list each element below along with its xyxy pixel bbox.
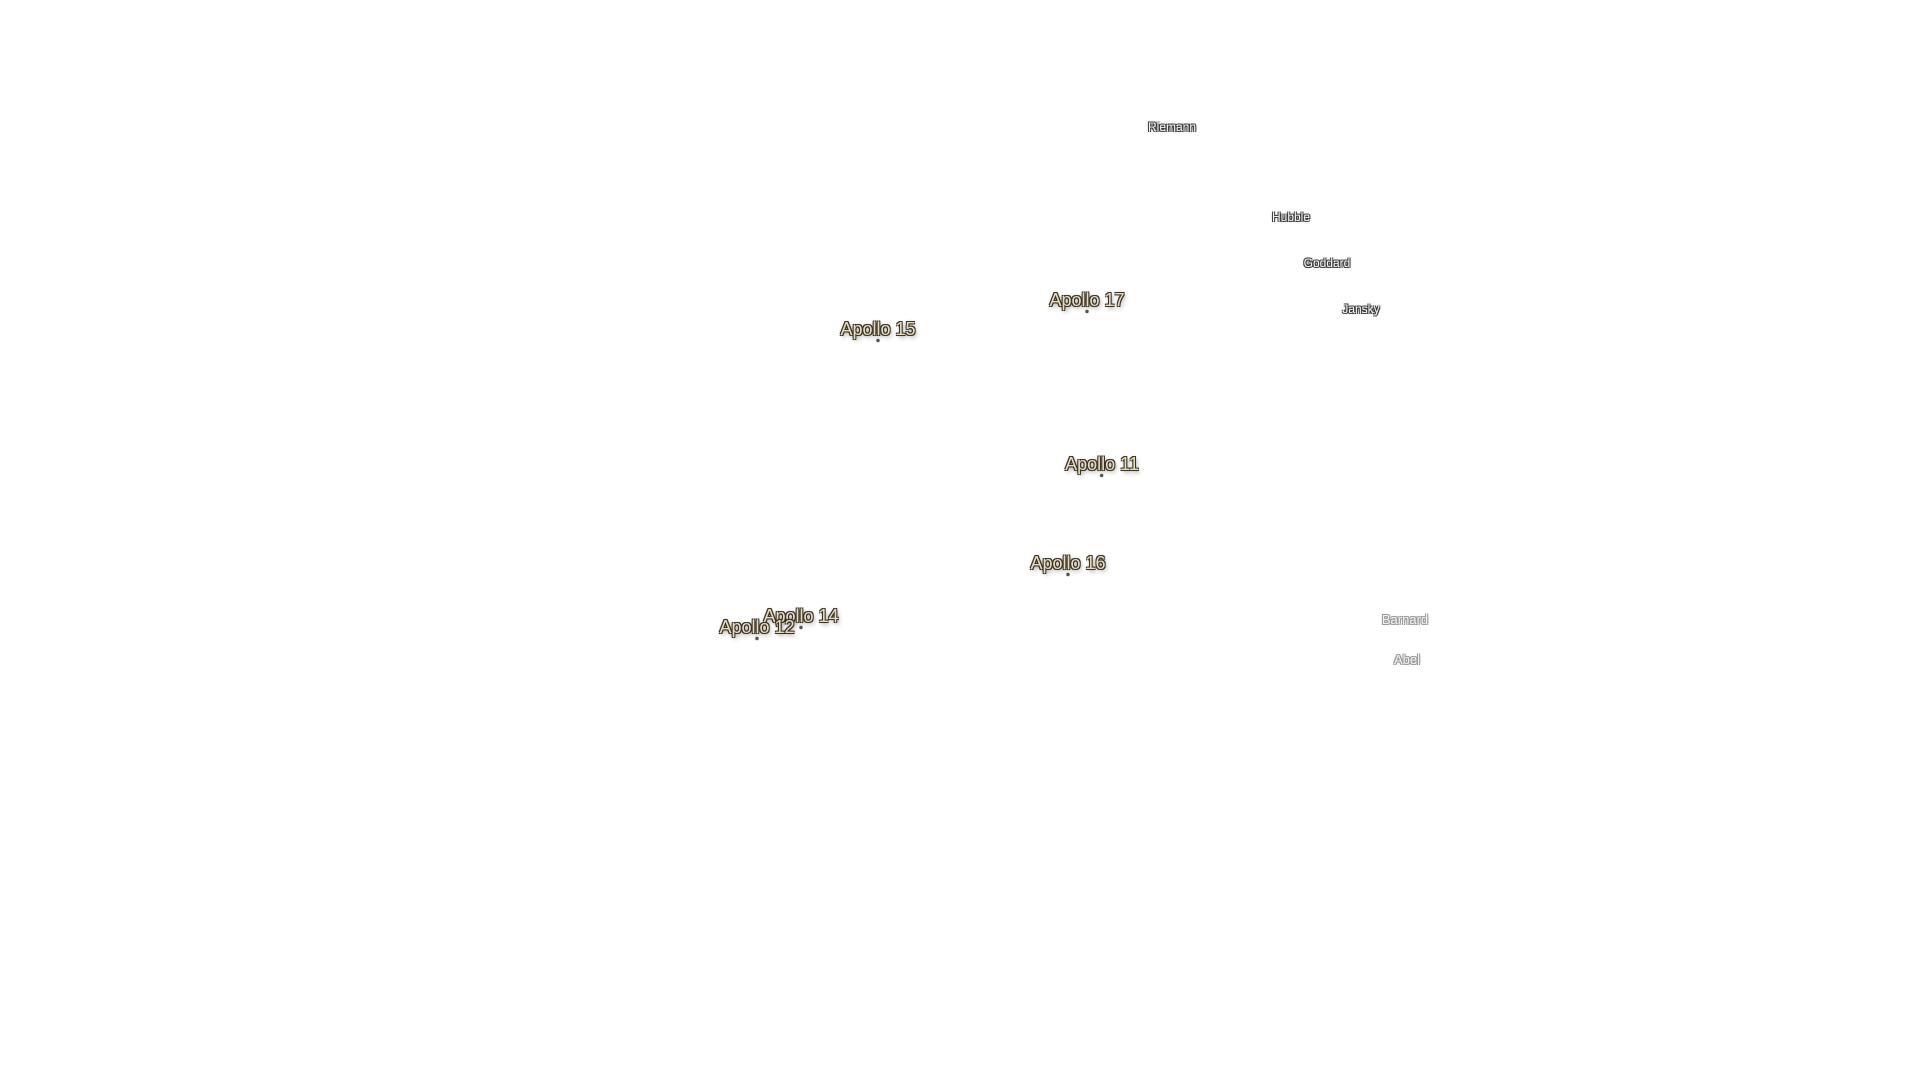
landing-site-apollo-11-label: Apollo 11 <box>1065 454 1139 474</box>
landing-site-apollo-11[interactable]: Apollo 11 <box>1065 455 1139 477</box>
crater-goddard-label: Goddard <box>1303 256 1351 270</box>
crater-barnard-label: Barnard <box>1381 612 1429 627</box>
landing-site-apollo-15[interactable]: Apollo 15 <box>840 319 916 342</box>
landing-site-marker <box>755 637 759 640</box>
landing-site-apollo-15-label: Apollo 15 <box>840 319 916 339</box>
landing-site-marker <box>1100 474 1104 477</box>
landing-site-marker <box>1085 310 1089 313</box>
crater-abel[interactable]: Abel <box>1394 653 1420 666</box>
landing-site-marker <box>876 339 880 342</box>
crater-goddard[interactable]: Goddard <box>1304 257 1351 269</box>
landing-site-apollo-17-label: Apollo 17 <box>1049 290 1125 310</box>
landing-site-apollo-12-label: Apollo 12 <box>719 617 795 637</box>
crater-riemann[interactable]: Riemann <box>1148 121 1196 133</box>
crater-riemann-label: Riemann <box>1147 120 1197 134</box>
crater-jansky-label: Jansky <box>1342 302 1380 316</box>
crater-barnard[interactable]: Barnard <box>1382 613 1428 626</box>
landing-site-apollo-12[interactable]: Apollo 12 <box>719 617 795 640</box>
landing-site-apollo-17[interactable]: Apollo 17 <box>1049 290 1125 313</box>
landing-site-apollo-14-label: Apollo 14 <box>763 606 839 626</box>
landing-site-marker <box>799 626 803 629</box>
crater-abel-label: Abel <box>1393 652 1421 667</box>
crater-jansky[interactable]: Jansky <box>1342 303 1379 315</box>
crater-hubble-label: Hubble <box>1271 210 1311 224</box>
landing-site-apollo-14[interactable]: Apollo 14 <box>763 606 839 629</box>
crater-hubble[interactable]: Hubble <box>1272 211 1310 223</box>
landing-site-apollo-16[interactable]: Apollo 16 <box>1030 553 1106 576</box>
landing-site-marker <box>1066 573 1070 576</box>
landing-site-apollo-16-label: Apollo 16 <box>1030 553 1106 573</box>
